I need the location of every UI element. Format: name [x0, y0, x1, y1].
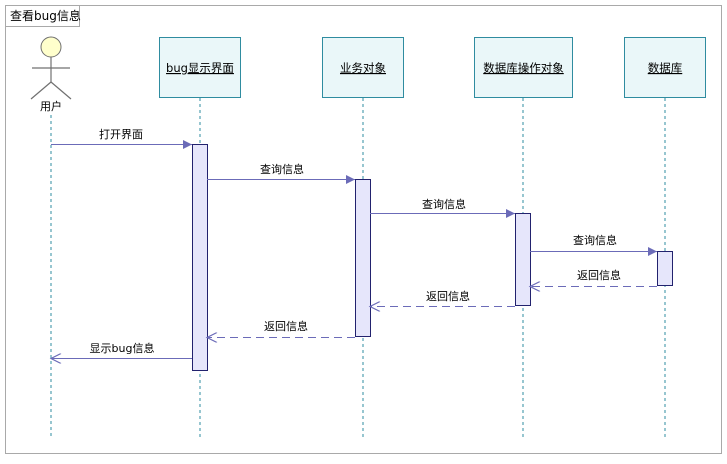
message-label: 返回信息 — [577, 268, 621, 282]
message-label: 返回信息 — [264, 319, 308, 333]
participant-db[interactable]: 数据库 — [624, 37, 706, 98]
actor-leg-right — [50, 81, 72, 100]
message-query-biz[interactable]: 查询信息 — [207, 162, 355, 184]
activation-biz — [355, 179, 371, 337]
message-return-biz[interactable]: 返回信息 — [370, 289, 515, 307]
actor-user[interactable]: 用户 — [30, 36, 72, 113]
message-open-ui[interactable]: 打开界面 — [51, 127, 192, 149]
message-label: 查询信息 — [422, 197, 466, 211]
message-label: 打开界面 — [99, 127, 143, 141]
message-query-dao[interactable]: 查询信息 — [370, 197, 515, 218]
participant-label: bug显示界面 — [166, 61, 234, 75]
participant-ui[interactable]: bug显示界面 — [159, 37, 241, 98]
message-label: 查询信息 — [260, 162, 304, 176]
participant-box — [624, 37, 706, 98]
message-query-db[interactable]: 查询信息 — [530, 233, 657, 256]
activation-dao — [515, 213, 531, 306]
participant-label: 数据库 — [648, 61, 683, 75]
message-label: 返回信息 — [426, 289, 470, 303]
actor-label: 用户 — [40, 99, 62, 113]
participant-box — [474, 37, 573, 98]
actor-head — [40, 36, 62, 58]
activation-db — [657, 251, 673, 286]
participant-box — [159, 37, 241, 98]
frame-title-tab — [5, 5, 80, 27]
message-show-bug-info[interactable]: 显示bug信息 — [51, 341, 192, 359]
participant-dao[interactable]: 数据库操作对象 — [474, 37, 573, 98]
message-label: 查询信息 — [573, 233, 617, 247]
frame-title: 查看bug信息 — [10, 8, 81, 23]
participant-label: 业务对象 — [340, 61, 386, 75]
message-label: 显示bug信息 — [90, 341, 155, 355]
participant-biz[interactable]: 业务对象 — [322, 37, 404, 98]
participant-label: 数据库操作对象 — [483, 61, 564, 75]
message-return-dao[interactable]: 返回信息 — [530, 268, 657, 287]
activation-ui — [192, 144, 208, 371]
message-return-ui[interactable]: 返回信息 — [207, 319, 355, 338]
actor-leg-left — [30, 81, 52, 100]
diagram-frame — [5, 5, 722, 454]
participant-box — [322, 37, 404, 98]
